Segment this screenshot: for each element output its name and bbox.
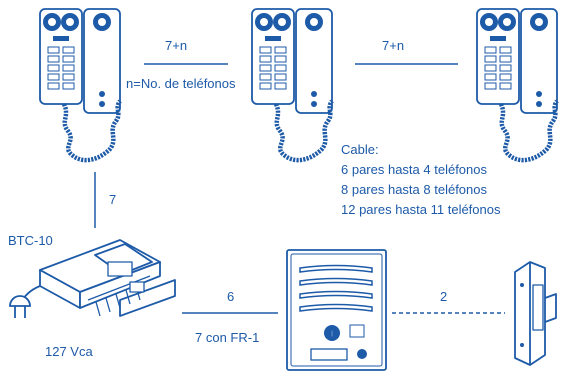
telephone-2 [252, 9, 332, 160]
door-entry-panel: 1 [286, 249, 387, 371]
telephone-1 [40, 9, 120, 160]
button-1-glyph: 1 [329, 329, 335, 340]
cable-line-3: 12 pares hasta 11 teléfonos [341, 202, 501, 217]
label-panel-lock: 2 [440, 289, 447, 304]
label-btc-panel-alt: 7 con FR-1 [195, 330, 259, 345]
label-phone-btc: 7 [109, 192, 116, 207]
cable-title: Cable: [341, 142, 379, 157]
cable-line-2: 8 pares hasta 8 teléfonos [341, 182, 487, 197]
power-supply-btc10 [39, 239, 176, 317]
label-btc-panel: 6 [227, 289, 234, 304]
label-phone2-phone3: 7+n [382, 38, 404, 53]
electric-lock [514, 261, 557, 366]
label-phone1-phone2: 7+n [165, 38, 187, 53]
btc-voltage: 127 Vca [45, 344, 93, 359]
power-plug-icon [9, 285, 41, 318]
label-n-note: n=No. de teléfonos [126, 76, 236, 91]
btc-name: BTC-10 [8, 233, 53, 248]
cable-line-1: 6 pares hasta 4 teléfonos [341, 162, 487, 177]
telephone-3 [477, 9, 557, 160]
